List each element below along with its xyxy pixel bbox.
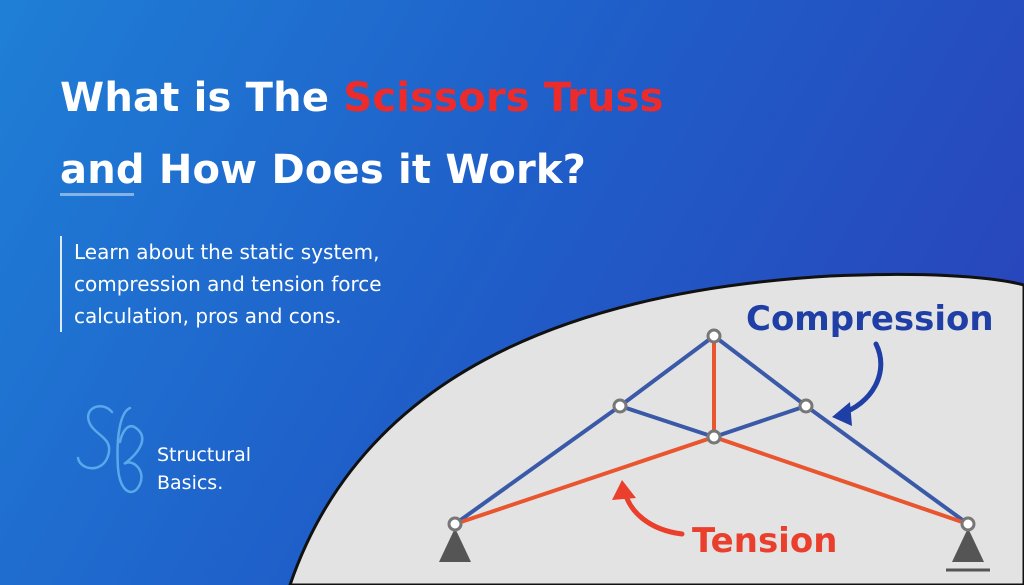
web-right <box>712 404 808 439</box>
description-line: compression and tension force <box>74 272 382 296</box>
brand-name-line-1: Structural <box>157 444 252 466</box>
title-highlight: Scissors Truss <box>343 75 664 121</box>
title-divider <box>60 193 134 196</box>
title-part1: What is The <box>60 75 344 121</box>
joint-center <box>706 429 722 445</box>
diagram-panel <box>288 272 1024 585</box>
page-title: What is The Scissors Truss and How Does … <box>60 62 760 206</box>
joint-right-support <box>960 516 976 532</box>
joint-apex <box>706 328 722 344</box>
bottom-chord-left <box>453 435 716 526</box>
title-line-1: What is The Scissors Truss <box>60 62 760 134</box>
title-line-2: and How Does it Work? <box>60 147 587 193</box>
description-line: Learn about the static system, <box>74 240 380 264</box>
top-chord-right-upper <box>712 334 808 408</box>
tension-arrowhead-icon <box>612 480 636 500</box>
brand-name-line-2: Basics. <box>157 472 224 494</box>
joint-top-left <box>612 398 628 414</box>
description-line: calculation, pros and cons. <box>74 304 342 328</box>
joint-top-right <box>798 398 814 414</box>
compression-label: Compression <box>746 299 994 339</box>
compression-arrowhead-icon <box>832 402 852 426</box>
pin-support-left <box>439 528 471 562</box>
bottom-chord-right <box>712 435 970 526</box>
brand-name: Structural Basics. <box>157 441 251 497</box>
description-block: Learn about the static system, compressi… <box>60 236 454 332</box>
top-chord-right-lower <box>804 404 970 526</box>
brand-logo-icon: SB <box>76 405 144 494</box>
top-chord-left-upper <box>618 334 716 408</box>
joint-left-support <box>447 516 463 532</box>
web-left <box>618 404 716 439</box>
roller-support-right <box>952 528 984 562</box>
tension-label: Tension <box>692 521 837 561</box>
top-chord-left-lower <box>453 404 622 526</box>
